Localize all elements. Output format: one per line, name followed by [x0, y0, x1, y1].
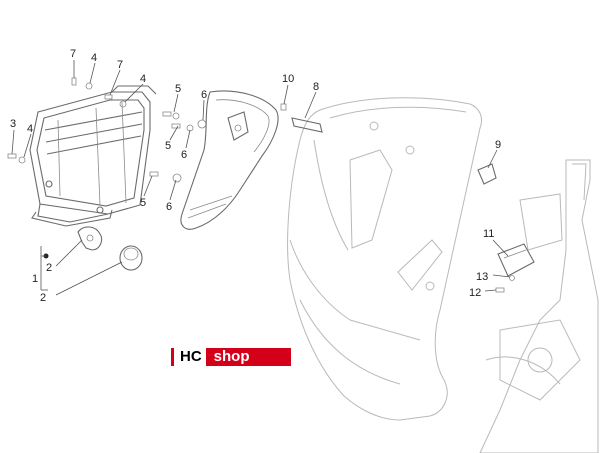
bracket-part-8 — [280, 103, 323, 133]
callout-5-upper: 5 — [175, 83, 181, 95]
callout-7-upper: 7 — [117, 59, 123, 71]
callout-5-middle: 5 — [165, 140, 171, 152]
hook-bracket — [77, 226, 103, 251]
callout-9: 9 — [495, 139, 501, 151]
callout-11: 11 — [483, 228, 494, 240]
callout-7-upper-left: 7 — [70, 48, 76, 60]
callout-3: 3 — [10, 118, 16, 130]
callout-12: 12 — [469, 287, 481, 299]
hc-shop-logo: HC shop — [171, 348, 291, 366]
callout-5-lower: 5 — [140, 197, 146, 209]
callout-4-upper: 4 — [140, 73, 146, 85]
callout-10: 10 — [282, 73, 294, 85]
logo-shop-text: shop — [205, 348, 291, 366]
callout-6-upper: 6 — [201, 89, 207, 101]
rack-fasteners — [7, 77, 207, 183]
front-luggage-rack — [29, 85, 157, 227]
leg-shield — [287, 97, 483, 421]
horn-cover — [180, 90, 279, 230]
callout-6-middle: 6 — [181, 149, 187, 161]
callout-labels: 7 4 7 4 5 6 10 8 3 4 5 6 9 5 6 11 2 1 13… — [10, 48, 501, 304]
leader-lines — [11, 60, 511, 296]
logo-hc-text: HC — [171, 348, 206, 366]
callout-1: 1 — [32, 273, 38, 285]
callout-4-left: 4 — [27, 123, 33, 135]
callout-4-upper-left: 4 — [91, 52, 97, 64]
callout-2-lower: 2 — [40, 292, 46, 304]
callout-13: 13 — [476, 271, 488, 283]
callout-6-lower: 6 — [166, 201, 172, 213]
clip-part-9 — [477, 163, 497, 185]
frame — [479, 159, 599, 453]
callout-2-upper: 2 — [46, 262, 52, 274]
callout-8: 8 — [313, 81, 319, 93]
round-cap — [119, 245, 143, 271]
bracket-part-11 — [495, 243, 535, 293]
